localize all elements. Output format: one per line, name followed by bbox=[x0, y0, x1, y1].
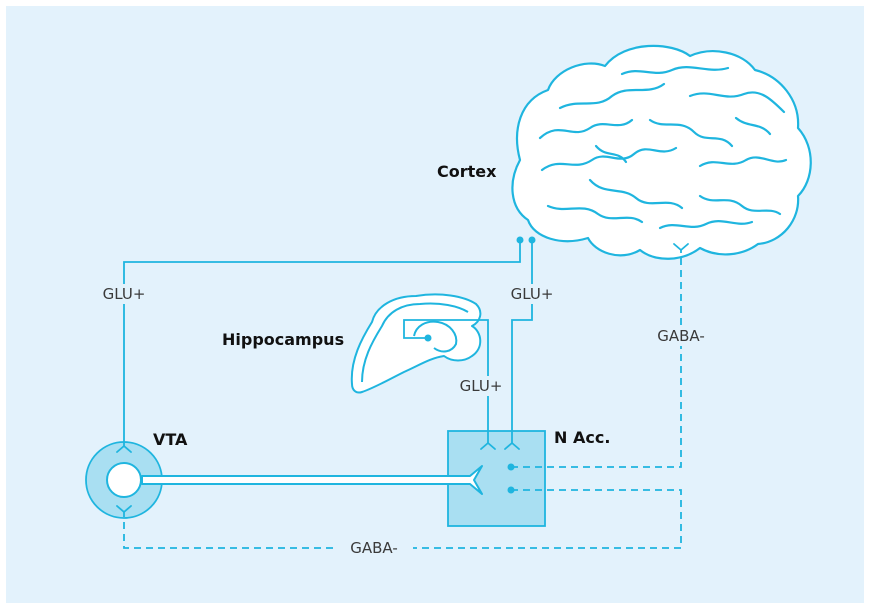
cortex-to-nacc-line bbox=[511, 242, 533, 443]
cortex-label: Cortex bbox=[437, 162, 497, 181]
gaba-pathways bbox=[123, 250, 682, 549]
nacc-to-cortex-line bbox=[511, 250, 682, 468]
cortex-to-vta-line bbox=[123, 242, 521, 446]
n-acc-label: N Acc. bbox=[554, 428, 610, 447]
vta-soma bbox=[106, 462, 142, 498]
nacc-to-vta-line bbox=[123, 489, 682, 549]
glu-pathways bbox=[123, 242, 533, 446]
cortex-to-vta-label: GLU+ bbox=[103, 285, 146, 303]
cortex-brain-icon bbox=[511, 44, 812, 260]
nacc-to-vta-label: GABA- bbox=[350, 539, 398, 557]
vta-label: VTA bbox=[153, 430, 188, 449]
hippocampus-label: Hippocampus bbox=[222, 330, 344, 349]
nacc-to-cortex-label: GABA- bbox=[657, 327, 705, 345]
terminal-dots bbox=[424, 236, 536, 494]
vta-axon bbox=[141, 465, 483, 495]
hippocampus-to-nacc-label: GLU+ bbox=[460, 377, 503, 395]
cortex-to-nacc-label: GLU+ bbox=[511, 285, 554, 303]
hippocampus-to-nacc-line bbox=[403, 319, 489, 443]
hippocampus-icon bbox=[350, 293, 482, 394]
